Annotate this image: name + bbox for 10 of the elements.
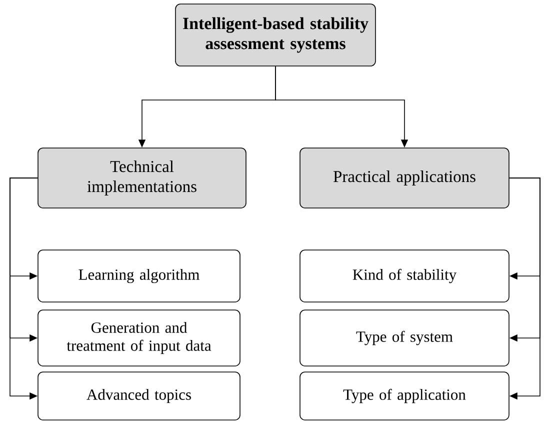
topic-box: Kind of stability bbox=[300, 250, 510, 302]
topic-box: Advanced topics bbox=[38, 372, 240, 420]
category-box: Practical applications bbox=[300, 148, 510, 208]
topic-box: Type of system bbox=[300, 310, 510, 366]
category-box: Technical implementations bbox=[38, 148, 246, 208]
title-box: Intelligent-based stability assessment systems bbox=[175, 4, 376, 66]
arrow bbox=[509, 178, 540, 400]
topic-box: Generation and treatment of input data bbox=[38, 310, 240, 366]
topic-box: Learning algorithm bbox=[38, 250, 240, 302]
topic-box: Type of application bbox=[300, 372, 510, 420]
